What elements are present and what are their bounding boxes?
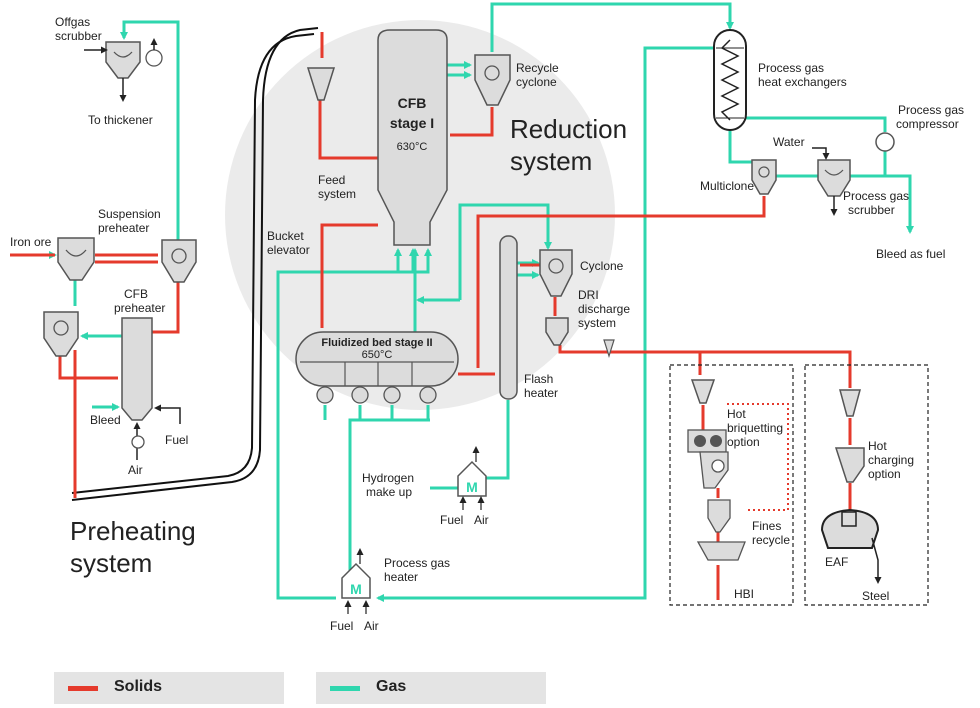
water-label: Water <box>773 135 805 149</box>
process-gas-heater-unit: M <box>341 548 371 614</box>
suspension-preheater-label: Suspension <box>98 207 161 221</box>
fines-recycle-line <box>727 403 789 511</box>
iron-ore-label: Iron ore <box>10 235 52 249</box>
legend-gas: Gas <box>316 672 546 704</box>
dri-discharge-label: DRI <box>578 288 599 302</box>
process-gas-hx-label-2: heat exchangers <box>758 75 847 89</box>
cfb-preheater <box>121 317 181 460</box>
multiclone-label: Multiclone <box>700 179 754 193</box>
svg-text:M: M <box>350 581 362 597</box>
steel-label: Steel <box>862 589 889 603</box>
hot-briquetting-equipment <box>687 379 746 561</box>
fluidized-bed-temp: 650°C <box>362 349 393 361</box>
process-gas-scrubber <box>812 147 851 216</box>
labels: Offgas scrubber To thickener Suspension … <box>10 15 964 633</box>
cfb-preheater-cyclone <box>43 311 79 357</box>
fluidized-bed-label: Fluidized bed stage II <box>321 337 432 349</box>
recycle-cyclone <box>474 54 511 106</box>
process-gas-compressor-label: Process gas <box>898 103 964 117</box>
bucket-elevator-inner <box>71 33 315 494</box>
hot-charging-label: Hot <box>868 439 887 453</box>
process-gas-heater-label-2: heater <box>384 570 418 584</box>
suspension-preheater-label-2: preheater <box>98 221 149 235</box>
hot-briquetting-label-2: briquetting <box>727 421 783 435</box>
legend-gas-swatch <box>330 686 360 691</box>
legend-gas-label: Gas <box>376 678 407 695</box>
bucket-elevator-label-2: elevator <box>267 243 310 257</box>
bleed-label: Bleed <box>90 413 121 427</box>
process-gas-scrubber-label-2: scrubber <box>848 203 895 217</box>
solids-lines <box>10 32 852 600</box>
legend-solids-swatch <box>68 686 98 691</box>
cyclone <box>539 249 573 297</box>
reduction-system-label-2: system <box>510 146 592 176</box>
process-gas-compressor-label-2: compressor <box>896 117 959 131</box>
hot-briquetting-label: Hot <box>727 407 746 421</box>
hydrogen-makeup-label-2: make up <box>366 485 412 499</box>
legend-solids: Solids <box>54 672 284 704</box>
process-gas-heater-label: Process gas <box>384 556 450 570</box>
feed-system-hopper <box>306 67 336 101</box>
hydrogen-heater: M <box>457 446 487 510</box>
feed-system-label-2: system <box>318 187 356 201</box>
flash-heater-label-2: heater <box>524 386 558 400</box>
reduction-system-label: Reduction <box>510 114 627 144</box>
cyclone-label: Cyclone <box>580 259 624 273</box>
flash-heater <box>499 235 518 400</box>
process-gas-scrubber-label: Process gas <box>843 189 909 203</box>
fuel-h2-label: Fuel <box>440 513 463 527</box>
gas-lines <box>73 2 914 602</box>
offgas-scrubber-label-2: scrubber <box>55 29 102 43</box>
cfb-stage-1-temp: 630°C <box>397 141 428 153</box>
flash-heater-label: Flash <box>524 372 553 386</box>
hot-charging-label-2: charging <box>868 453 914 467</box>
bucket-elevator-label: Bucket <box>267 229 304 243</box>
process-gas-heat-exchanger <box>713 29 747 131</box>
eaf-label: EAF <box>825 555 848 569</box>
fines-recycle-label: Fines <box>752 519 781 533</box>
hbi-label: HBI <box>734 587 754 601</box>
to-thickener-label: To thickener <box>88 113 153 127</box>
hot-briquetting-box <box>669 364 794 606</box>
bleed-as-fuel-label: Bleed as fuel <box>876 247 945 261</box>
dri-discharge <box>545 317 615 359</box>
process-gas-hx-label: Process gas <box>758 61 824 75</box>
hot-charging-equipment <box>820 389 882 584</box>
air-preheater-label: Air <box>128 463 143 477</box>
fuel-pgh-label: Fuel <box>330 619 353 633</box>
offgas-scrubber-label: Offgas <box>55 15 90 29</box>
fluidized-bed-stage-2 <box>295 331 459 404</box>
multiclone <box>751 159 777 195</box>
svg-text:M: M <box>466 479 478 495</box>
air-pgh-label: Air <box>364 619 379 633</box>
cfb-stage-1-vessel <box>377 29 448 246</box>
process-gas-compressor <box>875 132 895 152</box>
preheating-system-label: Preheating <box>70 516 196 546</box>
hydrogen-makeup-label: Hydrogen <box>362 471 414 485</box>
offgas-scrubber <box>84 38 163 102</box>
fuel-preheater-label: Fuel <box>165 433 188 447</box>
cfb-stage-1-label-2: stage I <box>390 115 434 131</box>
dri-discharge-label-2: discharge <box>578 302 630 316</box>
suspension-preheater-cyclone <box>161 239 197 283</box>
legend-solids-label: Solids <box>114 678 163 695</box>
hot-charging-box <box>804 364 929 606</box>
recycle-cyclone-label-2: cyclone <box>516 75 557 89</box>
cfb-preheater-label: CFB <box>124 287 148 301</box>
suspension-preheater-left <box>57 237 95 281</box>
hot-briquetting-label-3: option <box>727 435 760 449</box>
cfb-preheater-label-2: preheater <box>114 301 165 315</box>
fines-recycle-label-2: recycle <box>752 533 790 547</box>
preheating-system-label-2: system <box>70 548 152 578</box>
recycle-cyclone-label: Recycle <box>516 61 559 75</box>
cfb-stage-1-label: CFB <box>398 95 427 111</box>
bucket-elevator-outer <box>71 27 319 501</box>
hot-charging-label-3: option <box>868 467 901 481</box>
feed-system-label: Feed <box>318 173 345 187</box>
air-h2-label: Air <box>474 513 489 527</box>
dri-discharge-label-3: system <box>578 316 616 330</box>
